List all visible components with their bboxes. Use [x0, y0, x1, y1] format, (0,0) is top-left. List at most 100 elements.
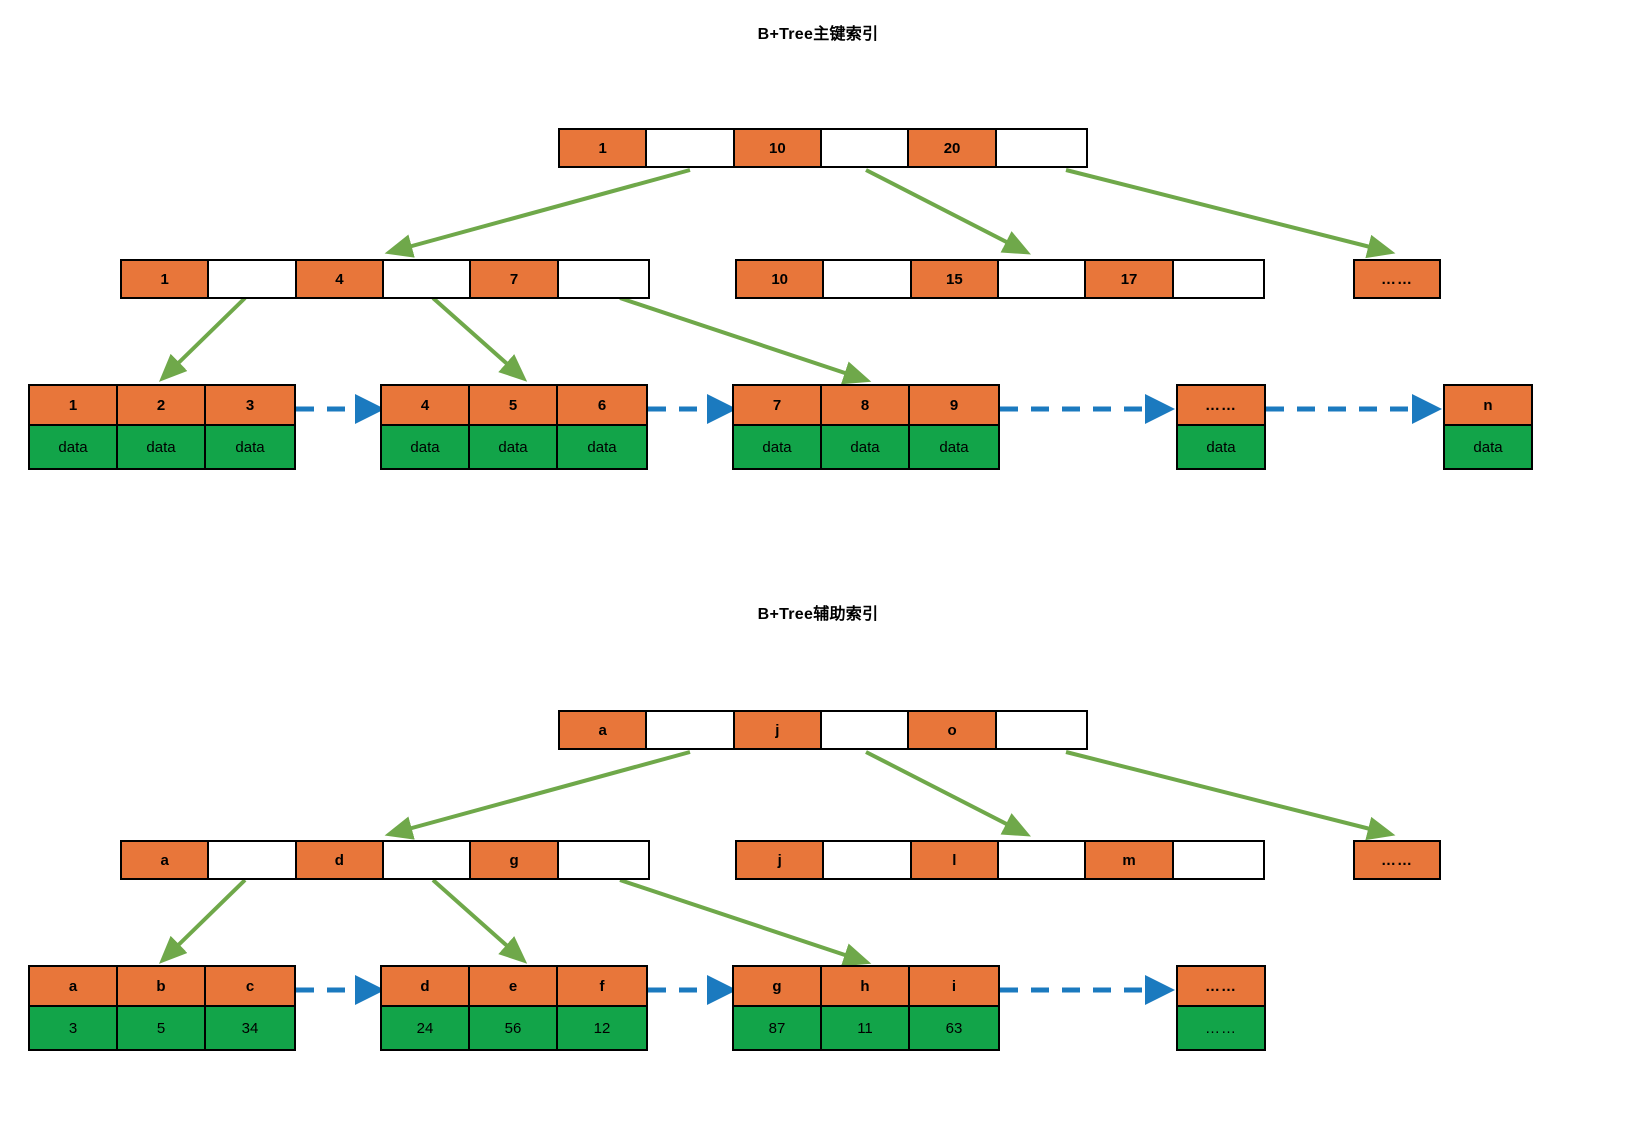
secondary-root-node[interactable]: a j o — [558, 710, 1088, 750]
secondary-internal-node-3[interactable]: …… — [1353, 840, 1441, 880]
index-key-cell[interactable]: d — [296, 842, 385, 878]
leaf-key-cell[interactable]: h — [822, 967, 910, 1005]
leaf-key-cell[interactable]: 3 — [206, 386, 294, 424]
index-key-cell[interactable]: 1 — [560, 130, 648, 166]
index-pointer-cell[interactable] — [558, 261, 649, 297]
leaf-key-cell[interactable]: a — [30, 967, 118, 1005]
leaf-key-cell[interactable]: …… — [1178, 386, 1264, 424]
index-pointer-cell[interactable] — [209, 261, 297, 297]
leaf-key-cell[interactable]: f — [558, 967, 646, 1005]
index-key-cell[interactable]: m — [1086, 842, 1174, 878]
leaf-key-cell[interactable]: 7 — [734, 386, 822, 424]
leaf-key-cell[interactable]: …… — [1178, 967, 1264, 1005]
leaf-data-cell[interactable]: data — [822, 426, 910, 468]
index-key-cell[interactable]: j — [737, 842, 825, 878]
index-key-cell[interactable]: a — [122, 842, 210, 878]
index-pointer-cell[interactable] — [647, 130, 735, 166]
leaf-key-row: 4 5 6 — [382, 386, 646, 424]
index-pointer-cell[interactable] — [999, 842, 1087, 878]
leaf-data-cell[interactable]: data — [1445, 426, 1531, 468]
leaf-data-cell[interactable]: data — [910, 426, 998, 468]
index-key-cell[interactable]: j — [734, 712, 823, 748]
primary-root-node[interactable]: 1 10 20 — [558, 128, 1088, 168]
leaf-data-cell[interactable]: data — [1178, 426, 1264, 468]
primary-leaf-node-4[interactable]: …… data — [1176, 384, 1266, 470]
index-key-cell[interactable]: a — [560, 712, 648, 748]
primary-leaf-node-5[interactable]: n data — [1443, 384, 1533, 470]
leaf-data-cell[interactable]: 3 — [30, 1007, 118, 1049]
leaf-key-cell[interactable]: 2 — [118, 386, 206, 424]
index-pointer-cell[interactable] — [822, 130, 910, 166]
leaf-key-cell[interactable]: c — [206, 967, 294, 1005]
index-pointer-cell[interactable] — [558, 842, 649, 878]
index-pointer-cell[interactable] — [824, 842, 912, 878]
primary-internal-node-2[interactable]: 10 15 17 — [735, 259, 1265, 299]
leaf-key-cell[interactable]: 9 — [910, 386, 998, 424]
leaf-key-cell[interactable]: 5 — [470, 386, 558, 424]
leaf-data-cell[interactable]: 63 — [910, 1007, 998, 1049]
leaf-data-cell[interactable]: 87 — [734, 1007, 822, 1049]
leaf-key-cell[interactable]: 8 — [822, 386, 910, 424]
leaf-data-cell[interactable]: 5 — [118, 1007, 206, 1049]
leaf-data-cell[interactable]: 12 — [558, 1007, 646, 1049]
index-key-cell[interactable]: 7 — [471, 261, 559, 297]
index-pointer-cell[interactable] — [209, 842, 297, 878]
leaf-data-row: 3 5 34 — [30, 1005, 294, 1049]
leaf-key-cell[interactable]: 1 — [30, 386, 118, 424]
index-key-cell[interactable]: 17 — [1086, 261, 1174, 297]
leaf-data-cell[interactable]: data — [118, 426, 206, 468]
leaf-key-cell[interactable]: i — [910, 967, 998, 1005]
index-pointer-cell[interactable] — [999, 261, 1087, 297]
index-key-cell[interactable]: 20 — [909, 130, 997, 166]
leaf-data-cell[interactable]: data — [206, 426, 294, 468]
leaf-data-cell[interactable]: data — [558, 426, 646, 468]
leaf-data-cell[interactable]: 24 — [382, 1007, 470, 1049]
leaf-key-cell[interactable]: b — [118, 967, 206, 1005]
leaf-key-cell[interactable]: n — [1445, 386, 1531, 424]
leaf-data-cell[interactable]: 34 — [206, 1007, 294, 1049]
secondary-leaf-node-1[interactable]: a b c 3 5 34 — [28, 965, 296, 1051]
leaf-data-cell[interactable]: 11 — [822, 1007, 910, 1049]
index-key-cell[interactable]: 10 — [734, 130, 823, 166]
primary-leaf-node-2[interactable]: 4 5 6 data data data — [380, 384, 648, 470]
index-key-cell[interactable]: l — [911, 842, 1000, 878]
index-key-cell[interactable]: g — [471, 842, 559, 878]
secondary-leaf-node-3[interactable]: g h i 87 11 63 — [732, 965, 1000, 1051]
secondary-internal-node-2[interactable]: j l m — [735, 840, 1265, 880]
secondary-leaf-node-4[interactable]: …… …… — [1176, 965, 1266, 1051]
index-pointer-cell[interactable] — [996, 130, 1087, 166]
leaf-key-cell[interactable]: 6 — [558, 386, 646, 424]
index-key-cell[interactable]: 1 — [122, 261, 210, 297]
index-pointer-cell[interactable] — [384, 261, 472, 297]
leaf-data-cell[interactable]: data — [470, 426, 558, 468]
primary-internal-node-3[interactable]: …… — [1353, 259, 1441, 299]
leaf-key-cell[interactable]: 4 — [382, 386, 470, 424]
index-key-cell[interactable]: 10 — [737, 261, 825, 297]
primary-leaf-node-1[interactable]: 1 2 3 data data data — [28, 384, 296, 470]
index-pointer-cell[interactable] — [1173, 842, 1264, 878]
primary-internal-node-1[interactable]: 1 4 7 — [120, 259, 650, 299]
index-pointer-cell[interactable] — [822, 712, 910, 748]
index-pointer-cell[interactable] — [384, 842, 472, 878]
leaf-data-cell[interactable]: data — [382, 426, 470, 468]
index-pointer-cell[interactable] — [996, 712, 1087, 748]
leaf-data-cell[interactable]: …… — [1178, 1007, 1264, 1049]
index-key-cell[interactable]: o — [909, 712, 997, 748]
leaf-key-cell[interactable]: d — [382, 967, 470, 1005]
index-key-cell[interactable]: 15 — [911, 261, 1000, 297]
index-key-cell[interactable]: …… — [1355, 261, 1439, 297]
index-key-cell[interactable]: 4 — [296, 261, 385, 297]
index-key-cell[interactable]: …… — [1355, 842, 1439, 878]
leaf-data-row: data data data — [30, 424, 294, 468]
primary-leaf-node-3[interactable]: 7 8 9 data data data — [732, 384, 1000, 470]
secondary-internal-node-1[interactable]: a d g — [120, 840, 650, 880]
leaf-data-cell[interactable]: data — [734, 426, 822, 468]
index-pointer-cell[interactable] — [1173, 261, 1264, 297]
leaf-key-cell[interactable]: g — [734, 967, 822, 1005]
leaf-data-cell[interactable]: 56 — [470, 1007, 558, 1049]
index-pointer-cell[interactable] — [824, 261, 912, 297]
leaf-key-cell[interactable]: e — [470, 967, 558, 1005]
secondary-leaf-node-2[interactable]: d e f 24 56 12 — [380, 965, 648, 1051]
leaf-data-cell[interactable]: data — [30, 426, 118, 468]
index-pointer-cell[interactable] — [647, 712, 735, 748]
